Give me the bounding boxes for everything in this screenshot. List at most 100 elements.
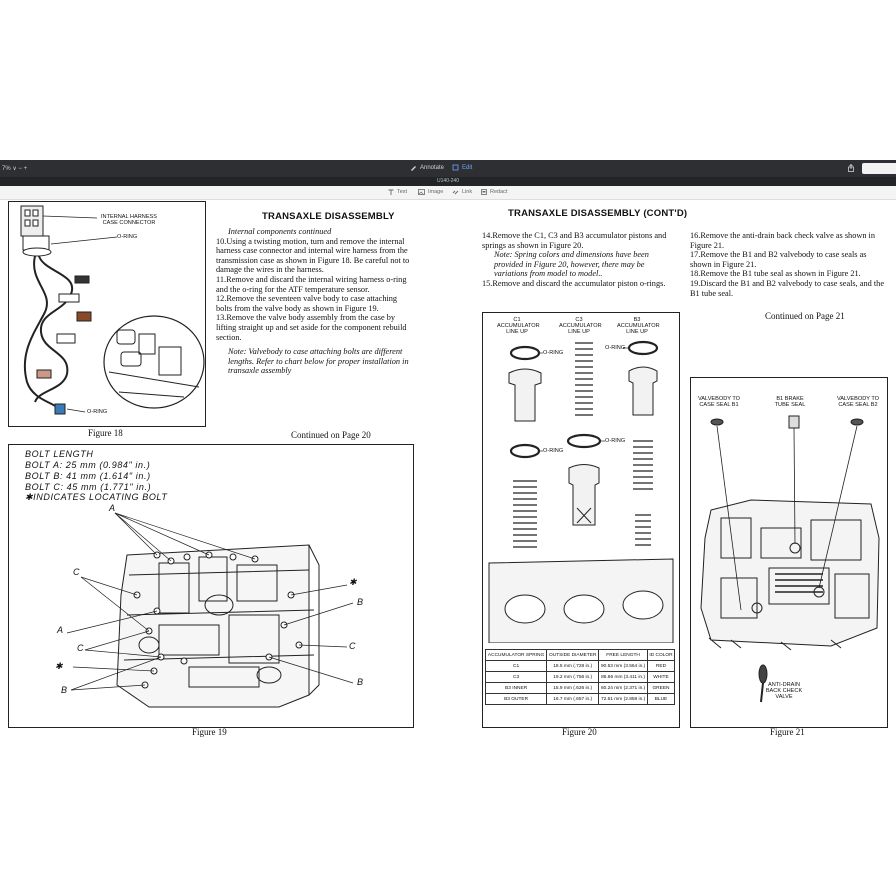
edit-label: Edit xyxy=(462,164,473,171)
edit-icon xyxy=(452,164,459,171)
callout-a-left: A xyxy=(57,625,64,635)
left-page-text: Internal components continued 10.Using a… xyxy=(216,227,412,376)
edit-subtoolbar: Text Image Link Redact xyxy=(0,186,896,200)
bolt-c-spec: BOLT C: 45 mm (1.771" in.) xyxy=(25,482,152,492)
figure-20-caption: Figure 20 xyxy=(562,727,597,737)
table-cell: 15.9 mm (.626 in.) xyxy=(546,682,600,694)
step-16: 16.Remove the anti-drain back check valv… xyxy=(690,231,876,250)
annotate-button[interactable]: Annotate xyxy=(410,164,444,171)
right-page-heading: TRANSAXLE DISASSEMBLY (CONT'D) xyxy=(508,208,688,219)
spring-table-header-cell: OUTSIDE DIAMETER xyxy=(546,649,600,661)
oring-c3: O-RING xyxy=(605,438,626,444)
image-tool-button[interactable]: Image xyxy=(418,189,443,195)
table-cell: 60.24 mm (2.371 in.) xyxy=(598,682,648,694)
edit-button[interactable]: Edit xyxy=(452,164,472,171)
callout-b-lower-right: B xyxy=(357,677,364,687)
right-continued: Continued on Page 21 xyxy=(765,311,845,321)
right-col2-text: 16.Remove the anti-drain back check valv… xyxy=(690,231,886,298)
step-12: 12.Remove the seventeen valve body to ca… xyxy=(216,294,398,313)
annotate-label: Annotate xyxy=(420,164,445,171)
table-cell: BLUE xyxy=(646,693,676,705)
step-10: 10.Using a twisting motion, turn and rem… xyxy=(216,236,410,275)
subheading: Internal components continued xyxy=(228,227,332,236)
text-tool-button[interactable]: Text xyxy=(388,189,407,195)
step-11: 11.Remove and discard the internal wirin… xyxy=(216,274,407,294)
table-cell: 19.2 mm (.756 in.) xyxy=(546,671,600,683)
spring-table-header-cell: ID COLOR xyxy=(646,649,676,661)
step-14: 14.Remove the C1, C3 and B3 accumulator … xyxy=(482,231,667,250)
figure-21-caption: Figure 21 xyxy=(770,727,805,737)
label-b2-case-seal: VALVEBODY TO CASE SEAL B2 xyxy=(836,396,880,408)
table-cell: 90.53 mm (3.564 in.) xyxy=(598,660,648,672)
figure-20: C1 ACCUMULATOR LINE UP C3 ACCUMULATOR LI… xyxy=(482,312,680,728)
step-19: 19.Discard the B1 and B2 valvebody to ca… xyxy=(690,278,885,298)
figure-19: BOLT LENGTH BOLT A: 25 mm (0.984" in.) B… xyxy=(8,444,414,728)
callout-c-right: C xyxy=(349,641,357,651)
figure-18: INTERNAL HARNESS CASE CONNECTOR O-RING O… xyxy=(8,201,206,427)
spring-table-header-cell: ACCUMULATOR SPRING xyxy=(484,649,548,661)
valve-body-illustration xyxy=(66,512,354,708)
table-cell: 16.7 mm (.657 in.) xyxy=(546,693,600,705)
document-title: U140-240 xyxy=(0,177,896,186)
share-icon[interactable] xyxy=(847,164,855,172)
bolt-b-spec: BOLT B: 41 mm (1.614" in.) xyxy=(25,471,151,481)
text-tool-label: Text xyxy=(397,189,408,195)
bolt-a-spec: BOLT A: 25 mm (0.984" in.) xyxy=(25,460,151,470)
label-harness-connector: INTERNAL HARNESS CASE CONNECTOR xyxy=(100,214,158,226)
step-13: 13.Remove the valve body assembly from t… xyxy=(216,313,407,342)
zoom-control[interactable]: 7% ∨ − + xyxy=(2,166,28,172)
table-cell: GREEN xyxy=(646,682,676,694)
link-tool-button[interactable]: Link xyxy=(452,189,472,195)
label-b1-tube-seal: B1 BRAKE TUBE SEAL xyxy=(774,396,806,408)
figure-19-caption: Figure 19 xyxy=(192,727,227,737)
link-tool-label: Link xyxy=(462,189,473,195)
callout-star-right: ✱ xyxy=(349,577,358,587)
table-cell: B3 INNER xyxy=(484,682,548,694)
table-cell: 86.66 mm (3.411 in.) xyxy=(598,671,648,683)
text-icon xyxy=(388,189,394,195)
callout-a-top: A xyxy=(109,503,116,513)
table-cell: B3 OUTER xyxy=(484,693,548,705)
table-cell: C3 xyxy=(484,671,548,683)
image-icon xyxy=(418,189,425,195)
accumulator-illustration xyxy=(488,340,674,643)
table-cell: 18.5 mm (.728 in.) xyxy=(546,660,600,672)
table-cell: RED xyxy=(646,660,676,672)
redact-tool-button[interactable]: Redact xyxy=(481,189,507,195)
spring-table-header-cell: FREE LENGTH xyxy=(598,649,648,661)
step-15: 15.Remove and discard the accumulator pi… xyxy=(482,278,666,288)
oring-c1-top: O-RING xyxy=(543,350,564,356)
label-check-valve: ANTI-DRAIN BACK CHECK VALVE xyxy=(765,682,803,700)
oring-c1-bottom: O-RING xyxy=(543,448,564,454)
link-icon xyxy=(452,190,459,195)
oring-b3: O-RING xyxy=(605,345,626,351)
callout-c-upper: C xyxy=(73,567,81,577)
figure-18-caption: Figure 18 xyxy=(88,428,123,438)
pen-icon xyxy=(411,166,416,171)
callout-b-left: B xyxy=(61,685,68,695)
label-c1-lineup: C1 ACCUMULATOR LINE UP xyxy=(497,317,540,335)
figure-21: VALVEBODY TO CASE SEAL B1 B1 BRAKE TUBE … xyxy=(690,377,888,728)
left-continued: Continued on Page 20 xyxy=(291,430,371,440)
right-col1-text: 14.Remove the C1, C3 and B3 accumulator … xyxy=(482,231,678,289)
locating-bolt-note: ✱INDICATES LOCATING BOLT xyxy=(25,492,168,502)
redact-icon xyxy=(481,189,487,195)
label-c3-lineup: C3 ACCUMULATOR LINE UP xyxy=(559,317,602,335)
bolt-note: Note: Valvebody to case attaching bolts … xyxy=(228,347,409,376)
table-cell: 72.61 mm (2.858 in.) xyxy=(598,693,648,705)
table-cell: WHITE xyxy=(646,671,676,683)
table-cell: C1 xyxy=(484,660,548,672)
search-input[interactable] xyxy=(862,163,896,174)
valvebody-seal-illustration xyxy=(700,415,880,703)
spring-note: Note: Spring colors and dimensions have … xyxy=(494,250,649,279)
harness-illustration xyxy=(20,205,205,415)
app-toolbar: 7% ∨ − + Annotate Edit xyxy=(0,160,896,177)
label-oring-top: O-RING xyxy=(117,234,138,240)
callout-c-left: C xyxy=(77,643,85,653)
